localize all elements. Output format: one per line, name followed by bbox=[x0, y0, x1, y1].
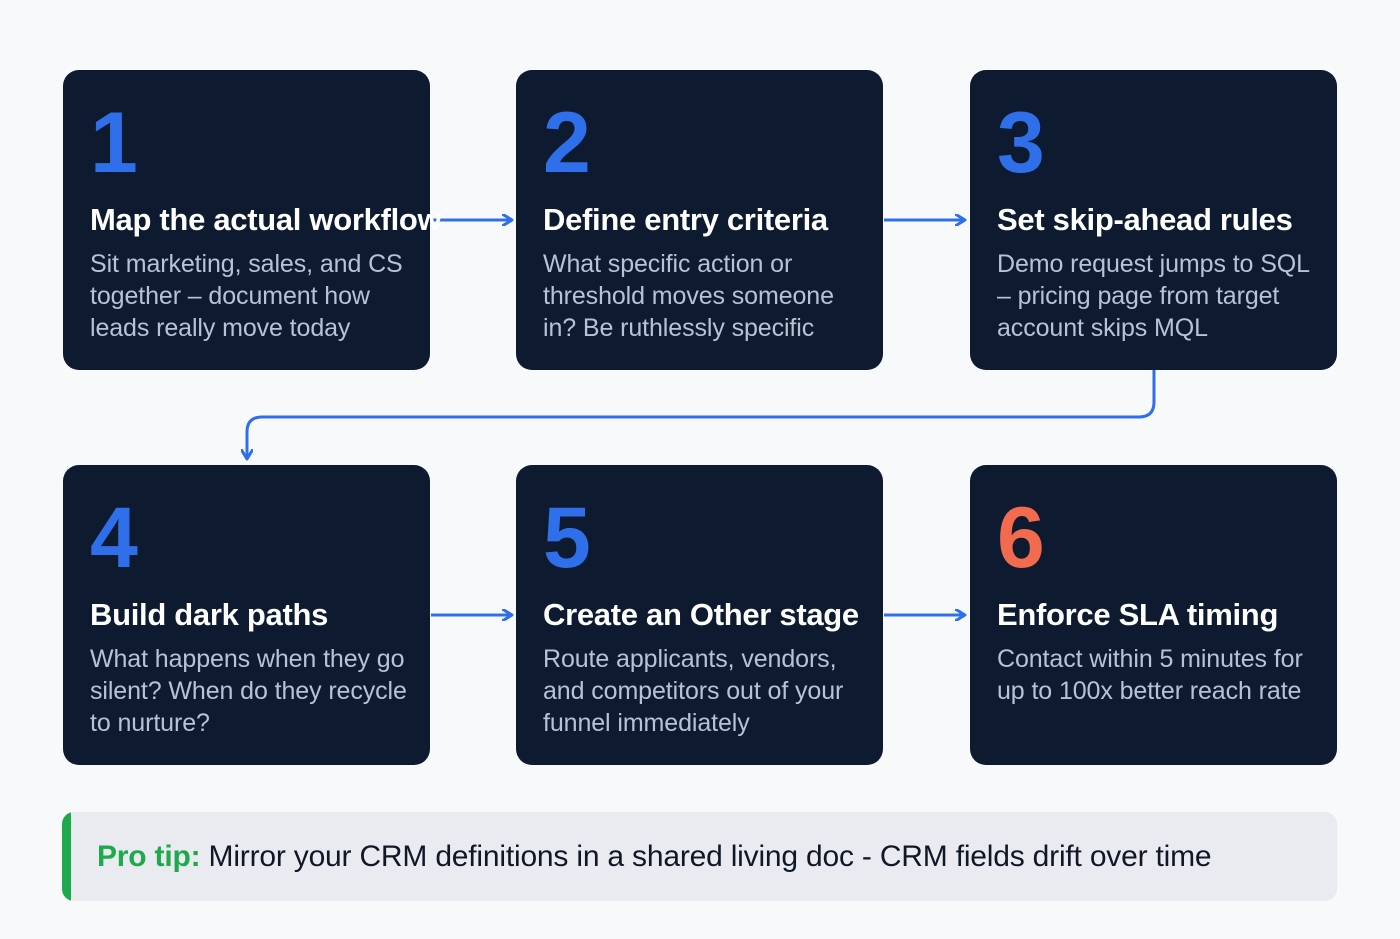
step-number: 5 bbox=[543, 490, 591, 586]
step-card-3: 3 Set skip-ahead rules Demo request jump… bbox=[970, 70, 1337, 370]
step-number: 6 bbox=[997, 490, 1045, 586]
tip-content: Pro tip: Mirror your CRM definitions in … bbox=[97, 812, 1212, 901]
step-card-2: 2 Define entry criteria What specific ac… bbox=[516, 70, 883, 370]
step-card-1: 1 Map the actual workflow Sit marketing,… bbox=[63, 70, 442, 370]
step-description: Demo request jumps to SQL – pricing page… bbox=[997, 250, 1309, 342]
tip-accent-bar bbox=[62, 812, 71, 901]
tip-text: Mirror your CRM definitions in a shared … bbox=[208, 840, 1212, 873]
step-description: Contact within 5 minutes for up to 100x … bbox=[997, 645, 1303, 705]
step-title: Define entry criteria bbox=[543, 202, 828, 237]
step-title: Set skip-ahead rules bbox=[997, 202, 1293, 237]
step-description: Route applicants, vendors, and competito… bbox=[543, 645, 844, 737]
step-number: 4 bbox=[90, 490, 138, 586]
step-number: 1 bbox=[90, 95, 138, 191]
step-card-5: 5 Create an Other stage Route applicants… bbox=[516, 465, 883, 765]
step-card-6: 6 Enforce SLA timing Contact within 5 mi… bbox=[970, 465, 1337, 765]
tip-label: Pro tip: bbox=[97, 840, 201, 873]
step-description: Sit marketing, sales, and CS together – … bbox=[90, 250, 403, 342]
arrow-3-to-4 bbox=[247, 370, 1156, 459]
step-card-4: 4 Build dark paths What happens when the… bbox=[63, 465, 430, 765]
step-number: 3 bbox=[997, 95, 1045, 191]
step-number: 2 bbox=[543, 95, 591, 191]
step-title: Map the actual workflow bbox=[90, 202, 442, 237]
step-title: Build dark paths bbox=[90, 597, 329, 632]
pro-tip-callout: Pro tip: Mirror your CRM definitions in … bbox=[62, 812, 1337, 901]
step-description: What happens when they go silent? When d… bbox=[90, 645, 407, 737]
step-title: Create an Other stage bbox=[543, 597, 859, 632]
step-description: What specific action or threshold moves … bbox=[543, 250, 834, 342]
step-title: Enforce SLA timing bbox=[997, 597, 1279, 632]
